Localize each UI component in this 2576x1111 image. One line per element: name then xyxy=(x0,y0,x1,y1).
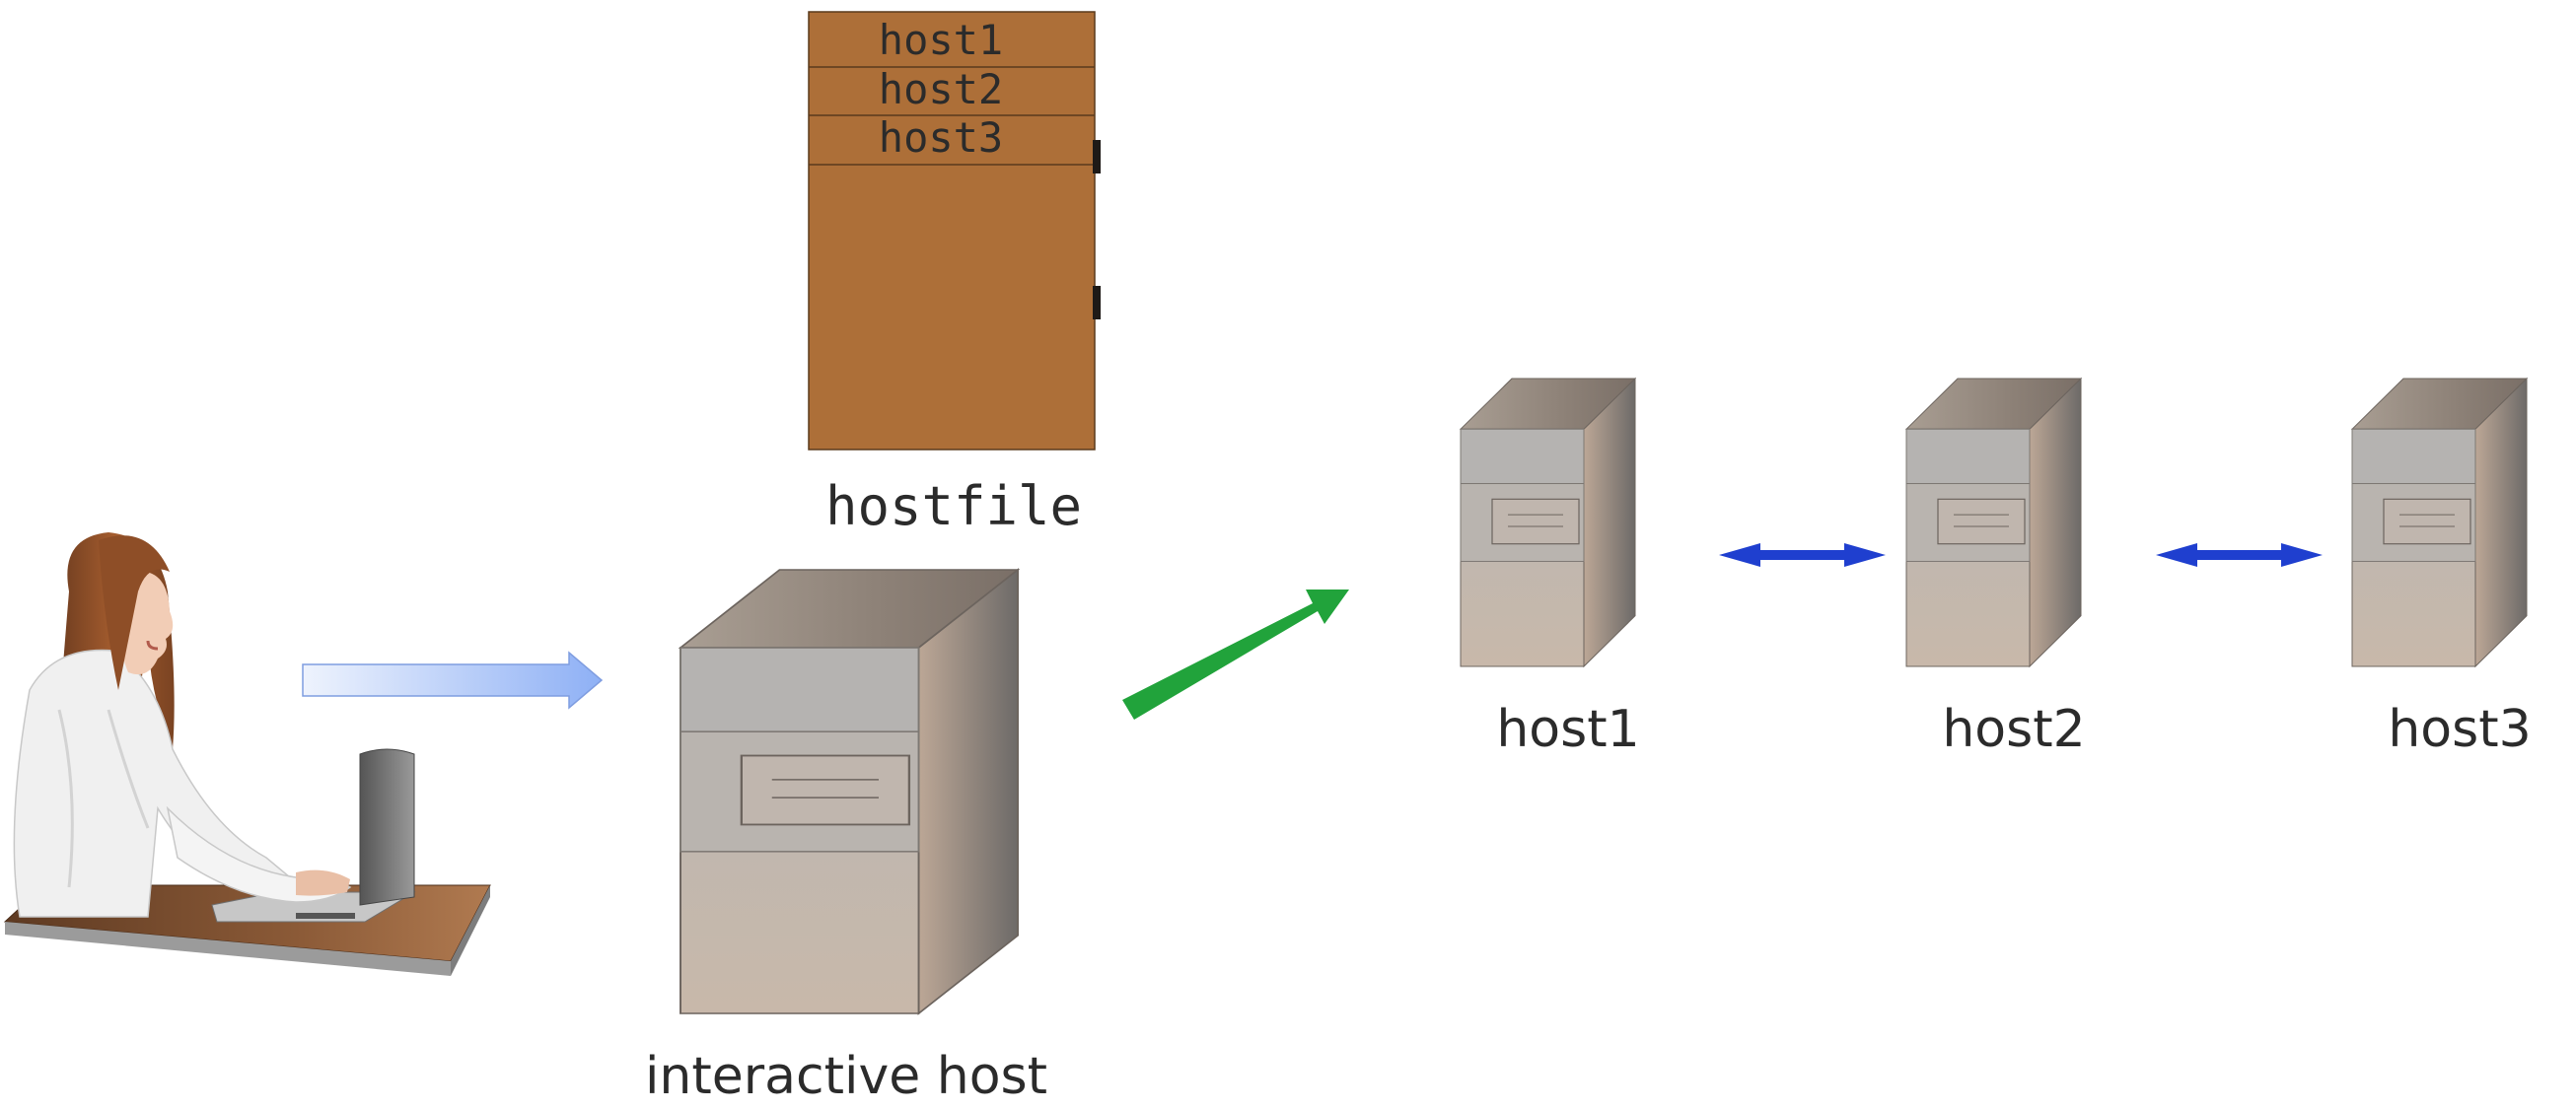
host2-label: host2 xyxy=(1942,700,2085,759)
hostfile-label: hostfile xyxy=(825,475,1082,537)
hostfile-entry: host1 xyxy=(879,16,1003,64)
host2-host3-link-arrow xyxy=(2156,543,2323,567)
launch-arrow xyxy=(1122,590,1349,720)
hostfile-entry: host2 xyxy=(879,65,1003,113)
host3-label: host3 xyxy=(2388,700,2531,759)
host3-server xyxy=(2351,378,2528,667)
hostfile-document: host1 host2 host3 xyxy=(808,11,1101,451)
hostfile-entry: host3 xyxy=(879,113,1003,162)
hostfile-tab-bottom xyxy=(1093,286,1101,319)
host1-server xyxy=(1460,378,1636,667)
user-to-host-arrow xyxy=(302,651,604,710)
hostfile-tab-top xyxy=(1093,140,1101,174)
interactive-host-label: interactive host xyxy=(645,1047,1047,1106)
interactive-host-server xyxy=(679,568,1020,1015)
host2-server xyxy=(1905,378,2082,667)
host1-host2-link-arrow xyxy=(1719,543,1886,567)
user-at-laptop-illustration xyxy=(3,532,491,976)
host1-label: host1 xyxy=(1496,700,1639,759)
